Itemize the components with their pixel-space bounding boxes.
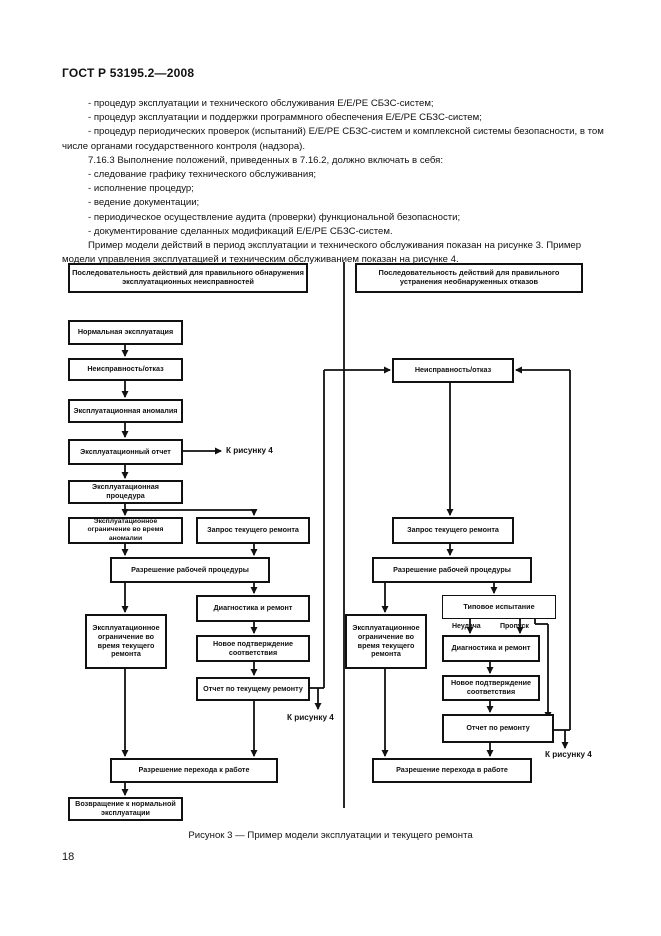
fault-box: Неисправность/отказ xyxy=(68,358,183,381)
page-number: 18 xyxy=(62,851,75,863)
paragraph: - документирование сделанных модификаций… xyxy=(88,225,393,237)
to-figure-4-label: К рисунку 4 xyxy=(226,446,273,455)
paragraph: Пример модели действий в период эксплуат… xyxy=(62,240,582,266)
work-permit-box: Разрешение рабочей процедуры xyxy=(110,557,270,583)
report-box: Эксплуатационный отчет xyxy=(68,439,183,465)
repair-request-box: Запрос текущего ремонта xyxy=(392,517,514,544)
pass-label: Пропуск xyxy=(500,623,529,630)
reconfirm-box: Новое подтверждение соответствия xyxy=(196,635,310,662)
right-column-heading: Последовательность действий для правильн… xyxy=(355,263,583,293)
diagnostics-box: Диагностика и ремонт xyxy=(442,635,540,662)
paragraph: - периодическое осуществление аудита (пр… xyxy=(88,211,461,223)
paragraph: - исполнение процедур; xyxy=(88,183,194,195)
repair-report-box: Отчет по ремонту xyxy=(442,714,554,743)
repair-report-box: Отчет по текущему ремонту xyxy=(196,677,310,701)
paragraph: - процедур эксплуатации и поддержки прог… xyxy=(88,112,482,124)
reconfirm-box: Новое подтверждение соответствия xyxy=(442,675,540,701)
restriction-anomaly-box: Эксплуатационное ограничение во время ан… xyxy=(68,517,183,544)
standard-header: ГОСТ Р 53195.2—2008 xyxy=(62,66,195,80)
to-figure-4-label: К рисунку 4 xyxy=(287,713,334,722)
diagnostics-box: Диагностика и ремонт xyxy=(196,595,310,622)
left-column-heading: Последовательность действий для правильн… xyxy=(68,263,308,293)
paragraph: - процедур периодических проверок (испыт… xyxy=(62,126,604,152)
restriction-repair-box: Эксплуатационное ограничение во время те… xyxy=(85,614,167,669)
body-text: - процедур эксплуатации и технического о… xyxy=(62,97,610,267)
anomaly-box: Эксплуатационная аномалия xyxy=(68,399,183,423)
type-test-box: Типовое испытание xyxy=(442,595,556,619)
return-normal-box: Возвращение к нормальной эксплуатации xyxy=(68,797,183,821)
paragraph: - ведение документации; xyxy=(88,197,200,209)
transition-permit-box: Разрешение перехода в работе xyxy=(372,758,532,783)
paragraph: - следование графику технического обслуж… xyxy=(88,169,317,181)
paragraph: - процедур эксплуатации и технического о… xyxy=(88,98,434,109)
restriction-repair-box: Эксплуатационное ограничение во время те… xyxy=(345,614,427,669)
paragraph: 7.16.3 Выполнение положений, приведенных… xyxy=(88,154,443,166)
not-found-label: Неудача xyxy=(452,623,481,630)
figure-caption: Рисунок 3 — Пример модели эксплуатации и… xyxy=(188,830,473,841)
transition-permit-box: Разрешение перехода к работе xyxy=(110,758,278,783)
normal-operation-box: Нормальная эксплуатация xyxy=(68,320,183,345)
procedure-box: Эксплуатационная процедура xyxy=(68,480,183,504)
to-figure-4-label: К рисунку 4 xyxy=(545,750,592,759)
repair-request-box: Запрос текущего ремонта xyxy=(196,517,310,544)
fault-box: Неисправность/отказ xyxy=(392,358,514,383)
work-permit-box: Разрешение рабочей процедуры xyxy=(372,557,532,583)
